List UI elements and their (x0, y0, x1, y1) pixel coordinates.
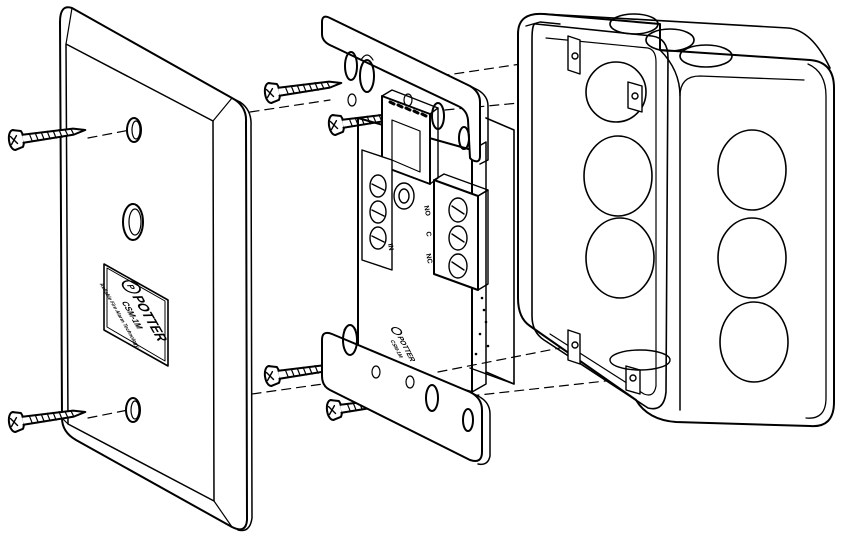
faceplate: P POTTER CSM-1M Reliable Fire Alarm Tech… (59, 6, 253, 532)
terminal-label-no: NO (422, 205, 431, 217)
module-assembly: NO C NC IN POTTER CSM-1M (321, 15, 515, 466)
side-knockouts-left (583, 61, 655, 299)
terminal-label-c: C (424, 231, 432, 237)
bottom-knockout (609, 349, 671, 371)
front-knockouts (717, 129, 789, 383)
mounting-bracket-bottom (321, 324, 491, 466)
box-mounting-ears (567, 35, 643, 395)
terminal-label-nc: NC (424, 253, 433, 264)
mounting-bracket-top (321, 15, 489, 165)
rotary-switches (361, 149, 415, 271)
electrical-back-box (517, 12, 835, 428)
faceplate-screw-hole-top (126, 117, 142, 143)
svg-text:P: P (124, 284, 137, 289)
top-knockouts (609, 13, 733, 68)
terminal-label-in: IN (386, 243, 394, 251)
screw-faceplate-top (6, 119, 88, 152)
faceplate-label: P POTTER CSM-1M Reliable Fire Alarm Tech… (97, 263, 172, 367)
relay-block (381, 89, 439, 185)
pcb-components (474, 296, 490, 356)
faceplate-center-hole (122, 203, 144, 241)
terminal-block: NO C NC IN (386, 173, 489, 291)
faceplate-screw-hole-bottom (125, 397, 141, 423)
screw-module-top-left (262, 72, 344, 105)
